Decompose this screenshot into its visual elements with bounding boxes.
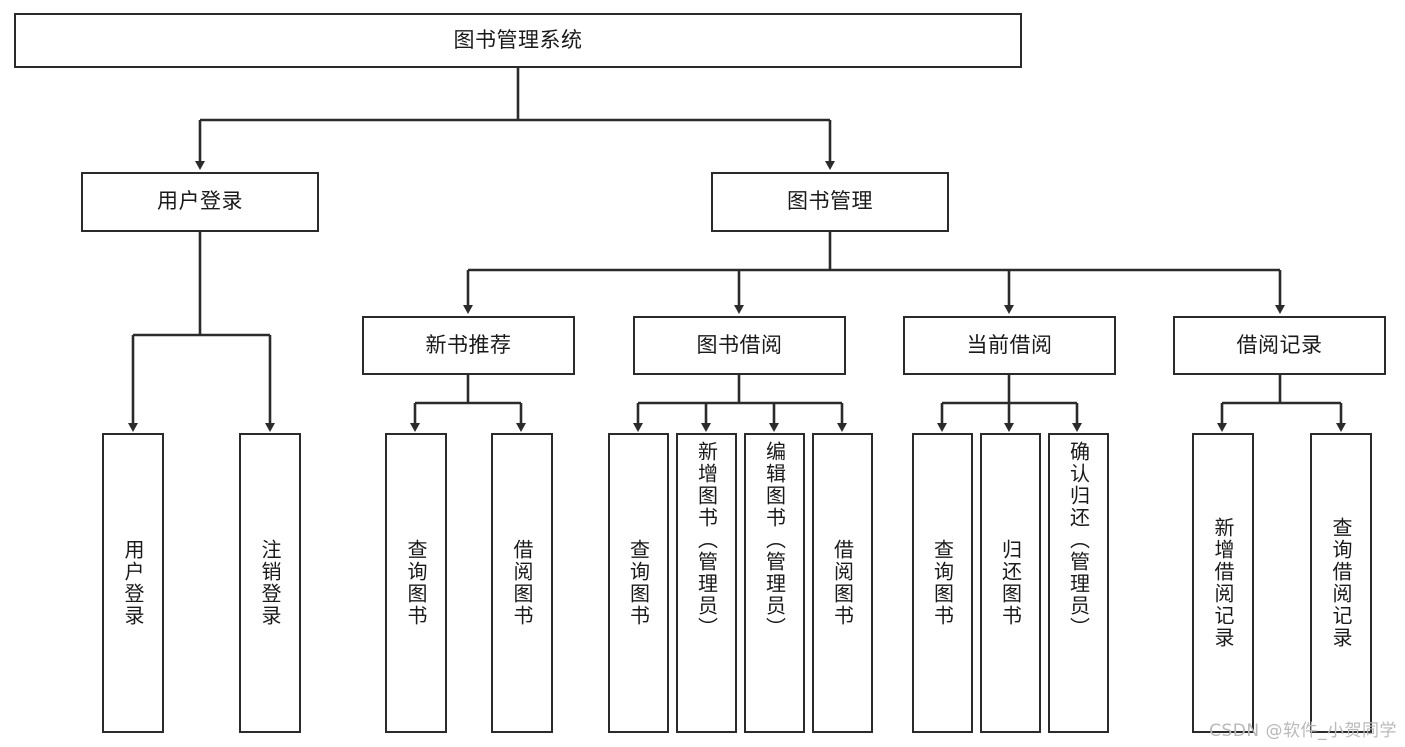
node-leaf-confirm-return[interactable]: 确认归还（管理员） — [1048, 433, 1109, 733]
node-leaf-add-book-label: 新增图书（管理员） — [694, 441, 719, 639]
node-leaf-query-book-1[interactable]: 查询图书 — [385, 433, 447, 733]
node-user-login-label: 用户登录 — [157, 189, 243, 214]
node-leaf-borrow-book-2[interactable]: 借阅图书 — [812, 433, 873, 733]
node-user-login[interactable]: 用户登录 — [81, 172, 319, 232]
node-leaf-query-record-label: 查询借阅记录 — [1329, 517, 1353, 649]
node-root-label: 图书管理系统 — [453, 27, 583, 52]
node-leaf-return-book-label: 归还图书 — [998, 539, 1023, 627]
node-leaf-logout-label: 注销登录 — [258, 539, 282, 627]
node-leaf-add-record[interactable]: 新增借阅记录 — [1192, 433, 1254, 733]
node-leaf-borrow-book-2-label: 借阅图书 — [830, 539, 855, 627]
node-book-manage-label: 图书管理 — [787, 189, 873, 214]
node-book-manage[interactable]: 图书管理 — [711, 172, 949, 232]
node-book-borrow[interactable]: 图书借阅 — [633, 316, 846, 375]
node-leaf-query-book-3[interactable]: 查询图书 — [912, 433, 973, 733]
node-root[interactable]: 图书管理系统 — [14, 13, 1022, 68]
node-borrow-record-label: 借阅记录 — [1236, 332, 1323, 357]
node-leaf-add-record-label: 新增借阅记录 — [1211, 517, 1235, 649]
node-leaf-logout[interactable]: 注销登录 — [239, 433, 301, 733]
node-current-borrow-label: 当前借阅 — [966, 332, 1053, 357]
node-leaf-user-login-label: 用户登录 — [121, 539, 145, 627]
node-leaf-query-book-2-label: 查询图书 — [626, 539, 651, 627]
node-leaf-borrow-book-1-label: 借阅图书 — [510, 539, 534, 627]
node-current-borrow[interactable]: 当前借阅 — [903, 316, 1116, 375]
node-new-book-rec[interactable]: 新书推荐 — [362, 316, 575, 375]
node-leaf-query-book-2[interactable]: 查询图书 — [608, 433, 669, 733]
node-leaf-edit-book[interactable]: 编辑图书（管理员） — [744, 433, 805, 733]
node-leaf-confirm-return-label: 确认归还（管理员） — [1066, 441, 1091, 639]
node-new-book-rec-label: 新书推荐 — [425, 332, 512, 357]
node-leaf-borrow-book-1[interactable]: 借阅图书 — [491, 433, 553, 733]
node-leaf-user-login[interactable]: 用户登录 — [102, 433, 164, 733]
node-borrow-record[interactable]: 借阅记录 — [1173, 316, 1386, 375]
node-leaf-query-record[interactable]: 查询借阅记录 — [1310, 433, 1372, 733]
node-leaf-query-book-1-label: 查询图书 — [404, 539, 428, 627]
node-leaf-edit-book-label: 编辑图书（管理员） — [762, 441, 787, 639]
node-leaf-query-book-3-label: 查询图书 — [930, 539, 955, 627]
node-leaf-add-book[interactable]: 新增图书（管理员） — [676, 433, 737, 733]
node-book-borrow-label: 图书借阅 — [696, 332, 783, 357]
watermark-text: CSDN @软件_小贺同学 — [1209, 721, 1397, 741]
node-leaf-return-book[interactable]: 归还图书 — [980, 433, 1041, 733]
